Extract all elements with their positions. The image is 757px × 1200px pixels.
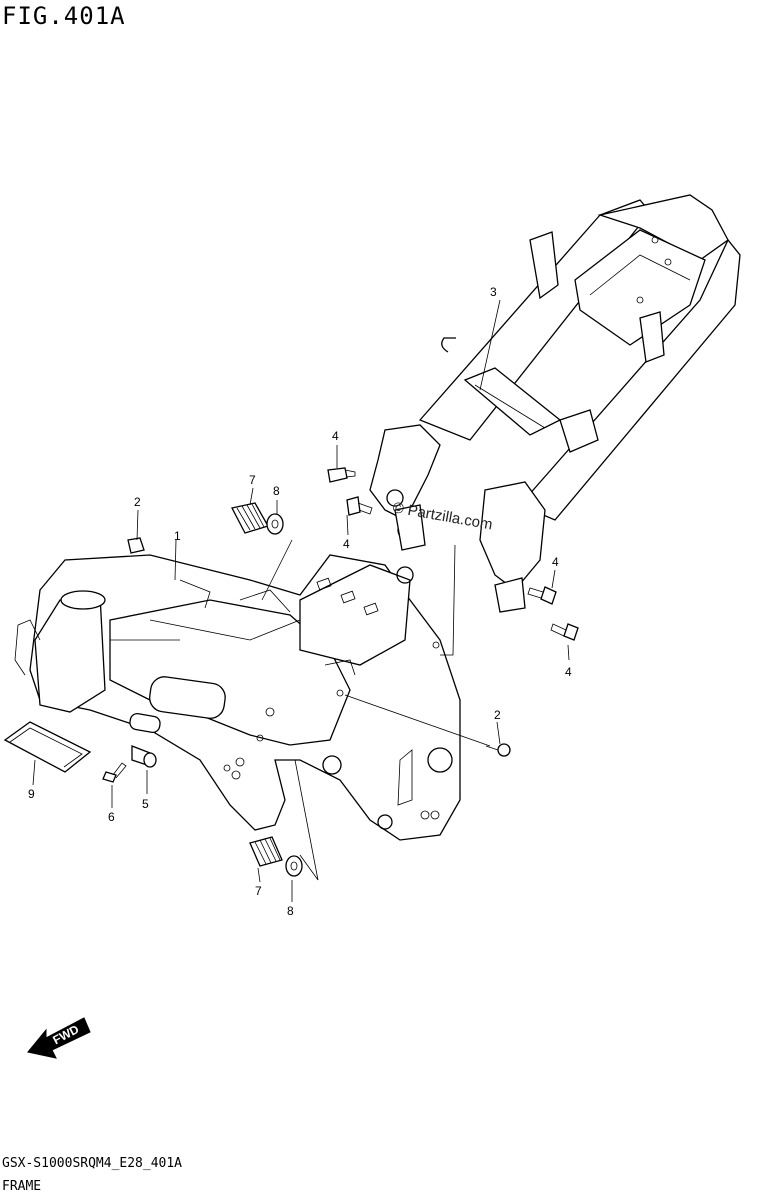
- bolt-4-right-upper: [527, 586, 557, 605]
- callout-7-lower: 7: [255, 884, 262, 898]
- seat-rail-assembly: [369, 194, 741, 613]
- callout-7-upper: 7: [249, 473, 256, 487]
- callout-5: 5: [142, 797, 149, 811]
- spacer-7-lower: [249, 836, 283, 867]
- leader-lines: [32, 299, 570, 902]
- callout-4-right-upper: 4: [552, 555, 559, 569]
- bolt-4-right-lower: [550, 623, 579, 641]
- label-sticker-9: [3, 721, 92, 773]
- screw-2-left: [127, 537, 145, 554]
- callout-2-right: 2: [494, 708, 501, 722]
- figure-title: FIG.401A: [2, 2, 126, 30]
- bolt-4-middle: [346, 496, 373, 516]
- callout-8-upper: 8: [273, 484, 280, 498]
- callout-2-left: 2: [134, 495, 141, 509]
- figure-name: FRAME: [2, 1179, 42, 1194]
- spacer-7-upper: [231, 502, 269, 534]
- callout-3: 3: [490, 285, 497, 299]
- callout-4-right-lower: 4: [565, 665, 572, 679]
- callout-4-upper: 4: [332, 429, 339, 443]
- washer-8-lower: [285, 855, 303, 877]
- main-frame: [14, 554, 461, 841]
- figure-code: GSX-S1000SRQM4_E28_401A: [2, 1156, 183, 1171]
- bolt-4-upper: [327, 467, 356, 483]
- collar-5: [131, 745, 157, 768]
- callout-4-middle: 4: [343, 537, 350, 551]
- fwd-direction-indicator: FWD: [27, 1017, 91, 1059]
- callout-6: 6: [108, 810, 115, 824]
- bolt-6: [102, 762, 127, 783]
- callout-9: 9: [28, 787, 35, 801]
- washer-8-upper: [266, 513, 284, 535]
- callout-8-lower: 8: [287, 904, 294, 918]
- screw-2-right: [485, 743, 511, 757]
- callout-1: 1: [174, 529, 181, 543]
